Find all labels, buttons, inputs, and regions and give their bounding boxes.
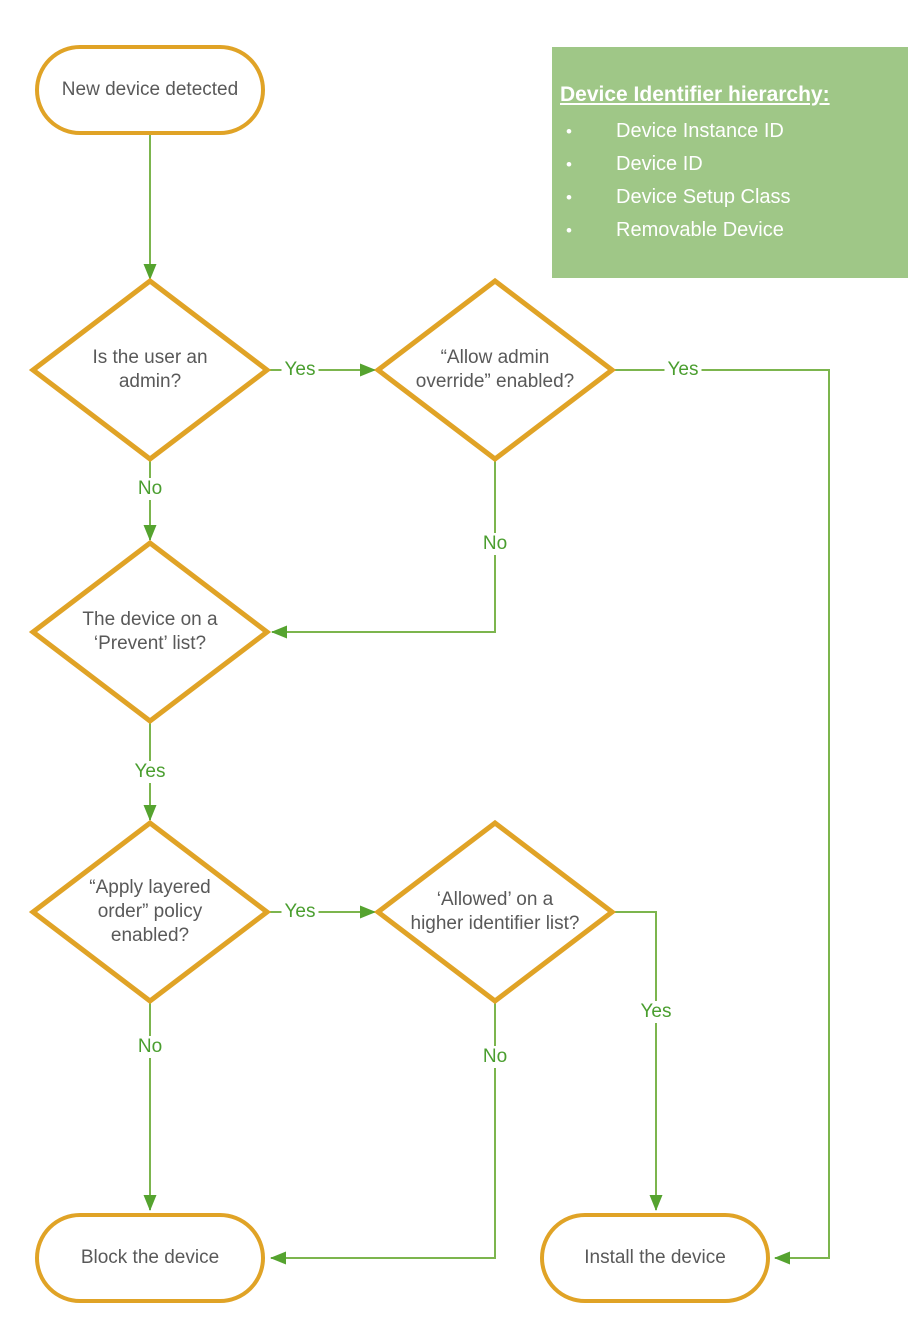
edge-allow-override-no	[271, 459, 496, 639]
legend-item: • Device Instance ID	[560, 115, 900, 148]
legend-list: • Device Instance ID • Device ID • Device S…	[560, 115, 900, 247]
edge-label-prevent-list-yes: Yes	[131, 761, 169, 783]
edge-label-higher-allowed-yes: Yes	[637, 1001, 675, 1023]
terminator-block-device: Block the device	[35, 1213, 265, 1303]
edge-label-allow-override-no: No	[479, 533, 511, 555]
legend-item-label: Removable Device	[616, 219, 784, 241]
edge-label-higher-allowed-no: No	[479, 1046, 511, 1068]
decision-label: Is the user an admin?	[92, 347, 208, 392]
edge-label-is-admin-no: No	[134, 478, 166, 500]
edge-label-is-admin-yes: Yes	[281, 359, 319, 381]
terminator-install-device: Install the device	[540, 1213, 770, 1303]
decision-label: ‘Allowed’ on a higher identifier list?	[410, 889, 580, 934]
decision-allow-admin-override: “Allow admin override” enabled?	[373, 277, 617, 463]
terminator-label: New device detected	[61, 79, 239, 100]
legend-item: • Device Setup Class	[560, 181, 900, 214]
decision-allowed-higher-identifier: ‘Allowed’ on a higher identifier list?	[373, 819, 617, 1005]
diamond-shape	[28, 277, 272, 463]
legend-device-identifier-hierarchy: Device Identifier hierarchy: • Device Ins…	[552, 47, 908, 278]
bullet-icon: •	[566, 155, 572, 174]
terminator-new-device-detected: New device detected	[35, 45, 265, 135]
diamond-shape	[28, 539, 272, 725]
legend-item-label: Device Setup Class	[616, 186, 791, 208]
decision-device-on-prevent-list: The device on a ‘Prevent’ list?	[28, 539, 272, 725]
edge-allow-override-yes	[612, 369, 830, 1265]
legend-item-label: Device ID	[616, 153, 703, 175]
diamond-shape	[373, 277, 617, 463]
decision-label: “Apply layered order” policy enabled?	[89, 877, 211, 946]
edge-higher-allowed-yes	[612, 911, 663, 1211]
legend-item: • Device ID	[560, 148, 900, 181]
bullet-icon: •	[566, 221, 572, 240]
terminator-label: Install the device	[584, 1247, 726, 1268]
edge-label-layered-order-no: No	[134, 1036, 166, 1058]
decision-label: The device on a ‘Prevent’ list?	[82, 609, 218, 654]
decision-apply-layered-order: “Apply layered order” policy enabled?	[28, 819, 272, 1005]
diamond-shape	[373, 819, 617, 1005]
decision-label: “Allow admin override” enabled?	[415, 347, 575, 392]
edge-label-layered-order-yes: Yes	[281, 901, 319, 923]
edge-label-allow-override-yes: Yes	[664, 359, 702, 381]
bullet-icon: •	[566, 122, 572, 141]
diamond-shape	[28, 819, 272, 1005]
legend-item: • Removable Device	[560, 214, 900, 247]
edge-higher-allowed-no	[270, 1001, 496, 1265]
terminator-label: Block the device	[80, 1247, 220, 1268]
decision-is-user-admin: Is the user an admin?	[28, 277, 272, 463]
legend-title: Device Identifier hierarchy:	[560, 83, 830, 106]
bullet-icon: •	[566, 188, 572, 207]
legend-item-label: Device Instance ID	[616, 120, 784, 142]
